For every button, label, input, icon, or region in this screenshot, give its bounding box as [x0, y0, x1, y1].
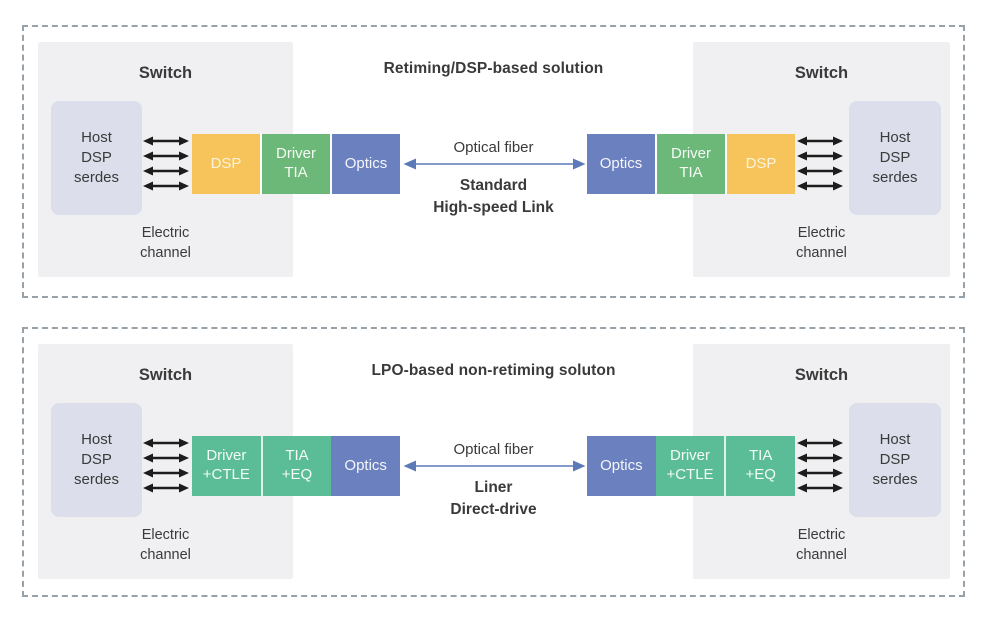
module-driver-ctle: Driver +CTLE	[192, 436, 261, 496]
electric-channel-label: Electric channel	[796, 225, 847, 261]
module-optics: Optics	[331, 436, 401, 496]
fiber-bidir-arrow-icon	[403, 460, 586, 472]
quad-bidir-arrows-icon	[143, 136, 189, 191]
optical-fiber-label: Optical fiber	[453, 441, 534, 458]
host-dsp-serdes-label: Host DSP serdes	[73, 431, 120, 488]
host-dsp-serdes-label: Host DSP serdes	[73, 129, 120, 186]
host-dsp-serdes-box-left: Host DSP serdes	[51, 403, 142, 517]
module-chain-right: Optics Driver TIA DSP	[587, 134, 795, 194]
module-driver-tia: Driver TIA	[260, 134, 330, 194]
host-dsp-serdes-box-right: Host DSP serdes	[849, 403, 941, 517]
module-tia-eq: TIA +EQ	[260, 436, 332, 496]
host-dsp-serdes-label: Host DSP serdes	[872, 431, 918, 488]
electric-channel-label: Electric channel	[140, 225, 191, 261]
switch-label: Switch	[794, 366, 849, 384]
module-optics: Optics	[330, 134, 400, 194]
module-chain-left: DSP Driver TIA Optics	[192, 134, 400, 194]
optical-fiber-label: Optical fiber	[453, 139, 534, 156]
module-tia-eq: TIA +EQ	[724, 436, 796, 496]
module-driver-tia: Driver TIA	[655, 134, 725, 194]
panel-lpo-non-retiming: LPO-based non-retiming soluton Switch Sw…	[22, 327, 965, 597]
switch-label: Switch	[794, 64, 849, 82]
quad-bidir-arrows-icon	[797, 438, 843, 493]
link-type-label: Standard High-speed Link	[433, 177, 554, 216]
quad-bidir-arrows-icon	[143, 438, 189, 493]
module-driver-ctle: Driver +CTLE	[655, 436, 725, 496]
host-dsp-serdes-box-left: Host DSP serdes	[51, 101, 142, 215]
electric-channel-label: Electric channel	[796, 527, 847, 563]
switch-label: Switch	[138, 366, 193, 384]
module-dsp: DSP	[725, 134, 795, 194]
host-dsp-serdes-box-right: Host DSP serdes	[849, 101, 941, 215]
link-type-label: Liner Direct-drive	[450, 479, 537, 518]
quad-bidir-arrows-icon	[797, 136, 843, 191]
electric-channel-label: Electric channel	[140, 527, 191, 563]
module-chain-left: Driver +CTLE TIA +EQ Optics	[192, 436, 401, 496]
fiber-bidir-arrow-icon	[403, 158, 586, 170]
panel-title: LPO-based non-retiming soluton	[371, 362, 616, 379]
module-dsp: DSP	[192, 134, 260, 194]
module-chain-right: Optics Driver +CTLE TIA +EQ	[587, 436, 796, 496]
module-optics: Optics	[587, 134, 655, 194]
panel-retiming-dsp: Retiming/DSP-based solution Switch Switc…	[22, 25, 965, 298]
module-optics: Optics	[587, 436, 656, 496]
panel-title: Retiming/DSP-based solution	[383, 60, 604, 77]
host-dsp-serdes-label: Host DSP serdes	[872, 129, 918, 186]
switch-label: Switch	[138, 64, 193, 82]
